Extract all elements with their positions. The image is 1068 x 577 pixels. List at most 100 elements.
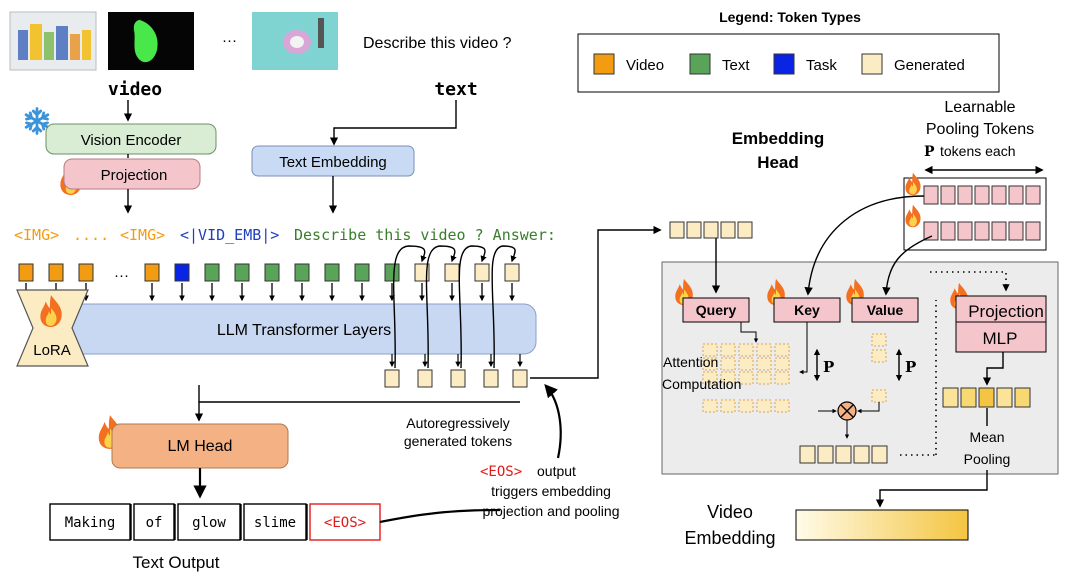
query-label: Query (696, 302, 737, 318)
text-token (204, 263, 220, 282)
projection-label: Projection (101, 167, 168, 184)
attention-output-token (853, 445, 870, 464)
legend-label: Generated (894, 57, 965, 74)
text-token (384, 263, 400, 282)
attention-cell (756, 399, 772, 413)
p-tokens-each: P tokens each (924, 143, 1016, 160)
attention-grid (702, 343, 790, 413)
attention-cell (738, 357, 754, 371)
legend-title: Legend: Token Types (719, 9, 861, 25)
video-label: video (108, 79, 162, 100)
attention-output-token (799, 445, 816, 464)
eos-note-line2: triggers embedding (491, 483, 611, 499)
generated-token (504, 263, 520, 282)
output-token-text: slime (254, 515, 296, 531)
value-cell (871, 349, 887, 363)
query-block: Query (682, 297, 750, 323)
attention-cell (756, 371, 772, 385)
attention-cell (702, 371, 718, 385)
attention-cell (720, 399, 736, 413)
attention-cell (720, 343, 736, 357)
key-block: Key (773, 297, 841, 323)
value-cell (871, 333, 887, 347)
mlp-output-token (942, 387, 959, 408)
attention-output-tokens (799, 445, 888, 464)
img-dots: .... (73, 226, 109, 244)
instruction-text: Describe this video ? Answer: (294, 226, 556, 244)
eos-note-line1: <EOS> output (480, 463, 576, 480)
img-start-token: <IMG> (14, 226, 59, 244)
prompt-sequence: <IMG> .... <IMG> <|VID_EMB|> Describe th… (14, 226, 556, 244)
video-frame-2 (108, 12, 194, 70)
pooling-token (1025, 221, 1041, 241)
p-tokens-suffix: tokens each (940, 143, 1016, 159)
attention-cell (720, 371, 736, 385)
generated-output-token (483, 369, 499, 388)
video-embedding-label-line1: Video (707, 502, 753, 522)
pooling-token (923, 185, 939, 205)
projection-mlp-block: Projection MLP (955, 295, 1047, 353)
question-text: Describe this video ? (363, 35, 512, 52)
text-output-label: Text Output (133, 553, 220, 572)
text-token (264, 263, 280, 282)
lm-head-block: LM Head (111, 423, 289, 469)
legend-swatch-text (689, 53, 711, 75)
legend-box (577, 33, 1000, 93)
attention-output-token (835, 445, 852, 464)
p-symbol: P (924, 144, 935, 160)
frames-ellipsis: ··· (222, 32, 237, 49)
embedding-head-title-line1: Embedding (732, 129, 825, 148)
autoregressive-loop-arrow (425, 245, 457, 369)
pooling-token (991, 185, 1007, 205)
generated-output-token (417, 369, 433, 388)
pooling-tokens (923, 185, 1041, 241)
legend-swatch-video (593, 53, 615, 75)
generated-output-token (384, 369, 400, 388)
eos-note-suffix: output (537, 463, 576, 479)
legend-swatch-generated (861, 53, 883, 75)
value-cell (871, 389, 887, 403)
mlp-label: MLP (983, 329, 1018, 348)
lm-head-label: LM Head (168, 438, 233, 455)
attention-label-line1: Attention (663, 354, 718, 370)
autoregressive-loop-arrow (392, 245, 427, 369)
output-token-text: <EOS> (324, 515, 366, 531)
mlp-output-token (996, 387, 1013, 408)
video-token (18, 263, 34, 282)
head-projection-label: Projection (968, 302, 1044, 321)
head-input-token (720, 221, 736, 239)
llm-transformer-block: LLM Transformer Layers (71, 303, 537, 355)
pooling-token (1025, 185, 1041, 205)
video-frame-1 (9, 11, 97, 71)
attention-cell (702, 343, 718, 357)
projection-block: Projection (63, 158, 201, 190)
pooling-token (923, 221, 939, 241)
pooling-token (940, 221, 956, 241)
output-token-row (384, 354, 528, 388)
mean-pooling-line2: Pooling (964, 451, 1011, 467)
attention-cell (774, 371, 790, 385)
head-input-token (737, 221, 753, 239)
text-token (324, 263, 340, 282)
output-token-text: Making (65, 515, 116, 531)
video-embedding-bar (795, 509, 969, 541)
attention-cell (702, 357, 718, 371)
generated-token (444, 263, 460, 282)
pooling-token (991, 221, 1007, 241)
generated-output-token (512, 369, 528, 388)
mlp-output-tokens (942, 387, 1031, 408)
autoregressive-loop-arrow (458, 245, 487, 369)
autoregressive-caption-line2: generated tokens (404, 433, 512, 449)
lora-adapter: LoRA (16, 289, 89, 367)
attention-label-line2: Computation (662, 376, 741, 392)
generated-token (414, 263, 430, 282)
attention-cell (738, 399, 754, 413)
key-label: Key (794, 302, 820, 318)
attention-cell (774, 357, 790, 371)
multiply-operator-icon (837, 401, 857, 421)
text-token (354, 263, 370, 282)
attention-cell (774, 399, 790, 413)
legend-swatch-task (773, 53, 795, 75)
mlp-output-token (1014, 387, 1031, 408)
